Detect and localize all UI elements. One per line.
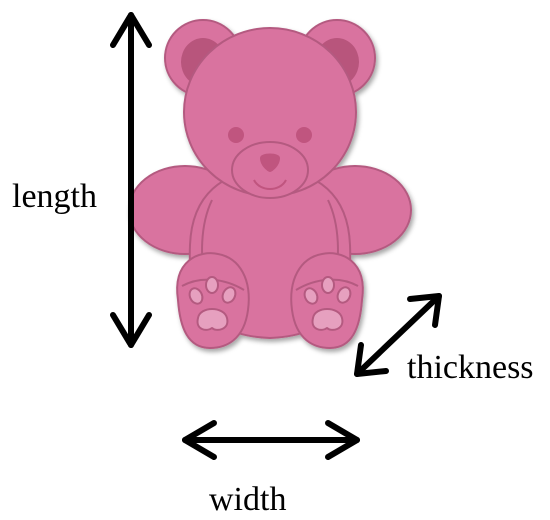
left-foot <box>177 253 249 348</box>
width-arrow <box>185 423 357 457</box>
length-label: length <box>12 180 97 214</box>
left-eye <box>228 127 244 143</box>
right-foot <box>291 253 363 348</box>
teddy-bear-icon <box>129 20 411 348</box>
thickness-label: thickness <box>407 351 534 385</box>
width-label: width <box>209 483 286 517</box>
right-eye <box>296 127 312 143</box>
